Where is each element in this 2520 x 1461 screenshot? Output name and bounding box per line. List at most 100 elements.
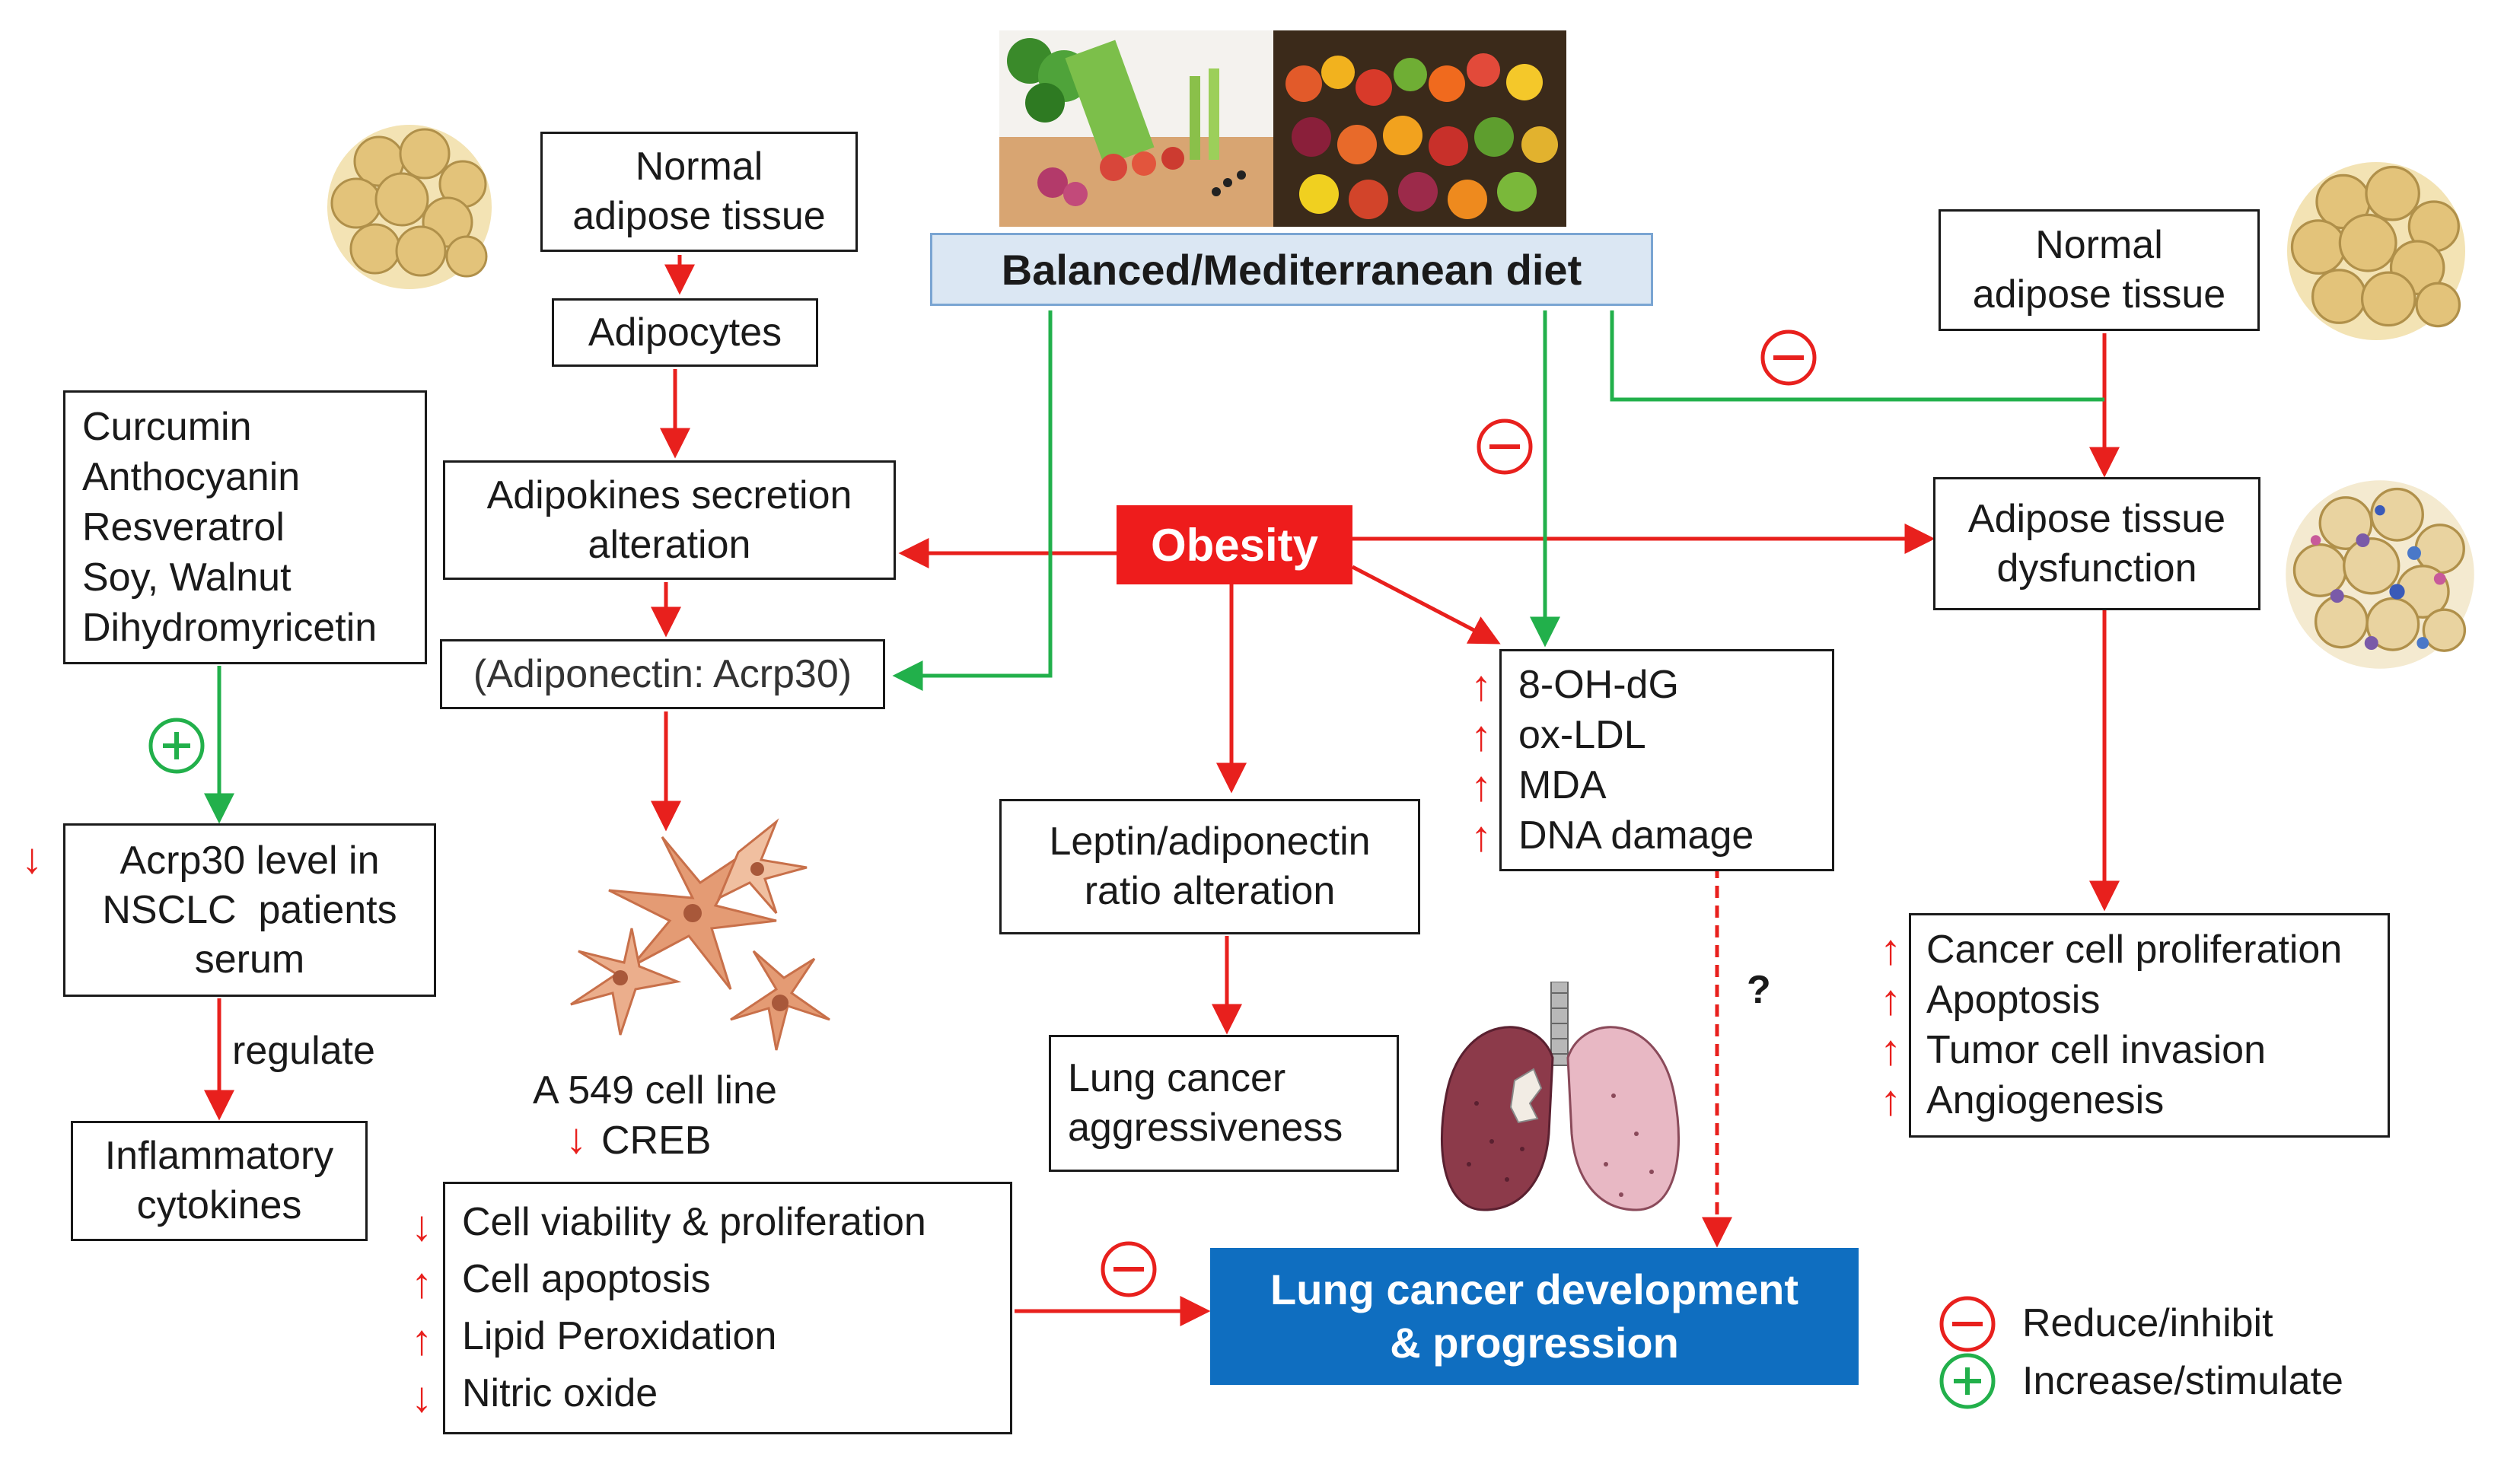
cancer-effect-arrow-0: ↑	[1880, 925, 1901, 975]
cancer-effect-angiogenesis: Angiogenesis	[1926, 1078, 2165, 1122]
aggressiveness-box: Lung cancer aggressiveness	[1049, 1035, 1399, 1172]
dysfunction-line2: dysfunction	[1996, 546, 2197, 590]
oxidative-dna: DNA damage	[1518, 813, 1754, 858]
cell-effect-arrow-2: ↑	[411, 1311, 432, 1368]
regulate-label: regulate	[232, 1029, 375, 1073]
oxidative-box: 8-OH-dG ox-LDL MDA DNA damage	[1499, 649, 1834, 871]
arrow-glyph: ↑	[1880, 1026, 1901, 1074]
arrow-glyph: ↑	[1880, 1076, 1901, 1124]
arrow-glyph: ↑	[1470, 812, 1492, 860]
fat-cells-icon-left	[327, 125, 492, 289]
adipokines-line2: alteration	[588, 522, 751, 567]
compounds-box: Curcumin Anthocyanin Resveratrol Soy, Wa…	[63, 390, 427, 664]
cancer-effect-invasion: Tumor cell invasion	[1926, 1028, 2267, 1072]
legend-minus-icon	[1939, 1296, 1996, 1352]
obesity-label: Obesity	[1150, 519, 1319, 571]
inflammatory-line1: Inflammatory	[104, 1134, 334, 1178]
fat-cells-icon-right	[2287, 162, 2465, 340]
cell-effect-apoptosis: Cell apoptosis	[462, 1257, 711, 1301]
compound-resveratrol: Resveratrol	[82, 505, 285, 549]
inflammatory-box: Inflammatory cytokines	[71, 1121, 368, 1241]
creb-label: CREB	[601, 1119, 712, 1163]
adiponectin-label: (Adiponectin: Acrp30)	[473, 651, 852, 696]
lungs-icon	[1440, 982, 1681, 1211]
cancer-effect-proliferation: Cancer cell proliferation	[1926, 928, 2343, 972]
minus-circle-icon	[1477, 419, 1533, 475]
cell-effect-arrow-0: ↓	[411, 1197, 432, 1254]
normal-adipose-right-line1: Normal	[2035, 223, 2163, 267]
adipocytes-box: Adipocytes	[552, 298, 818, 367]
compound-soy-walnut: Soy, Walnut	[82, 555, 292, 600]
dysfunction-line1: Adipose tissue	[1967, 496, 2226, 541]
diet-food-photo	[999, 30, 1566, 227]
aggressiveness-line1: Lung cancer	[1068, 1056, 1286, 1100]
compound-curcumin: Curcumin	[82, 404, 252, 449]
cell-effect-viability: Cell viability & proliferation	[462, 1200, 926, 1244]
down-arrow-creb: ↓	[565, 1114, 587, 1162]
oxidative-arrow-2: ↑	[1470, 761, 1492, 811]
leptin-line2: ratio alteration	[1084, 869, 1336, 913]
oxidative-8ohdg: 8-OH-dG	[1518, 662, 1679, 707]
cell-effect-arrow-1: ↑	[411, 1254, 432, 1311]
question-mark: ?	[1747, 968, 1771, 1012]
oxidative-oxldl: ox-LDL	[1518, 712, 1646, 757]
lung-cancer-line2: & progression	[1390, 1319, 1679, 1367]
oxidative-arrow-1: ↑	[1470, 711, 1492, 761]
inflammatory-line2: cytokines	[136, 1183, 302, 1227]
cell-effect-nitric: Nitric oxide	[462, 1371, 658, 1415]
cell-effect-arrow-3: ↓	[411, 1368, 432, 1425]
cell-effects-arrows: ↓ ↑ ↑ ↓	[411, 1197, 432, 1425]
compound-anthocyanin: Anthocyanin	[82, 454, 301, 499]
cell-line-label: A 549 cell line	[533, 1068, 777, 1112]
cell-effect-lipid: Lipid Peroxidation	[462, 1314, 777, 1358]
minus-circle-icon	[1760, 329, 1817, 386]
arrow-glyph: ↑	[1880, 976, 1901, 1023]
acrp30-box: Acrp30 level in NSCLC patients serum	[63, 823, 436, 997]
cancer-effect-arrow-1: ↑	[1880, 975, 1901, 1025]
arrow-glyph: ↑	[411, 1258, 432, 1307]
leptin-line1: Leptin/adiponectin	[1049, 820, 1371, 864]
cancer-effect-arrow-2: ↑	[1880, 1025, 1901, 1075]
a549-cells-icon	[570, 818, 830, 1051]
arrow-glyph: ↓	[411, 1372, 432, 1421]
normal-adipose-left-line2: adipose tissue	[572, 194, 826, 238]
dysfunction-box: Adipose tissue dysfunction	[1933, 477, 2260, 610]
legend-plus-icon	[1939, 1353, 1996, 1409]
arrow-glyph: ↑	[1470, 762, 1492, 810]
compound-dihydromyricetin: Dihydromyricetin	[82, 606, 378, 651]
arrow-glyph: ↑	[1470, 711, 1492, 759]
down-arrow-acrp30: ↓	[21, 834, 43, 882]
cell-effects-box: Cell viability & proliferation Cell apop…	[443, 1182, 1012, 1434]
adipokines-box: Adipokines secretion alteration	[443, 460, 896, 580]
lung-cancer-box: Lung cancer development & progression	[1210, 1248, 1859, 1385]
normal-adipose-left-line1: Normal	[635, 145, 763, 189]
plus-circle-icon	[148, 718, 205, 774]
acrp30-line3: serum	[194, 937, 305, 982]
acrp30-line1: Acrp30 level in	[119, 838, 380, 883]
minus-circle-icon	[1101, 1241, 1157, 1297]
normal-adipose-right-line2: adipose tissue	[1972, 272, 2226, 317]
oxidative-arrow-3: ↑	[1470, 811, 1492, 861]
arrow-glyph: ↑	[411, 1315, 432, 1364]
adiponectin-box: (Adiponectin: Acrp30)	[440, 639, 885, 709]
legend-reduce-label: Reduce/inhibit	[2022, 1301, 2273, 1345]
cancer-effects-arrows: ↑ ↑ ↑ ↑	[1880, 925, 1901, 1125]
arrow-glyph: ↑	[1880, 925, 1901, 973]
diet-box: Balanced/Mediterranean diet	[930, 233, 1653, 306]
adipocytes-label: Adipocytes	[588, 310, 782, 355]
arrow-glyph: ↑	[1470, 661, 1492, 709]
dysfunctional-fat-cells-icon	[2286, 480, 2474, 669]
leptin-box: Leptin/adiponectin ratio alteration	[999, 799, 1420, 934]
acrp30-line2: NSCLC patients	[102, 887, 397, 932]
adipokines-line1: Adipokines secretion	[486, 473, 852, 517]
cancer-effects-box: Cancer cell proliferation Apoptosis Tumo…	[1909, 913, 2390, 1138]
cancer-effect-apoptosis: Apoptosis	[1926, 978, 2101, 1022]
legend-increase-label: Increase/stimulate	[2022, 1359, 2343, 1403]
oxidative-arrows: ↑ ↑ ↑ ↑	[1470, 660, 1492, 861]
cancer-effect-arrow-3: ↑	[1880, 1075, 1901, 1125]
normal-adipose-box-left: Normal adipose tissue	[540, 132, 858, 252]
lung-cancer-line1: Lung cancer development	[1270, 1265, 1798, 1313]
diet-label: Balanced/Mediterranean diet	[1001, 245, 1582, 294]
